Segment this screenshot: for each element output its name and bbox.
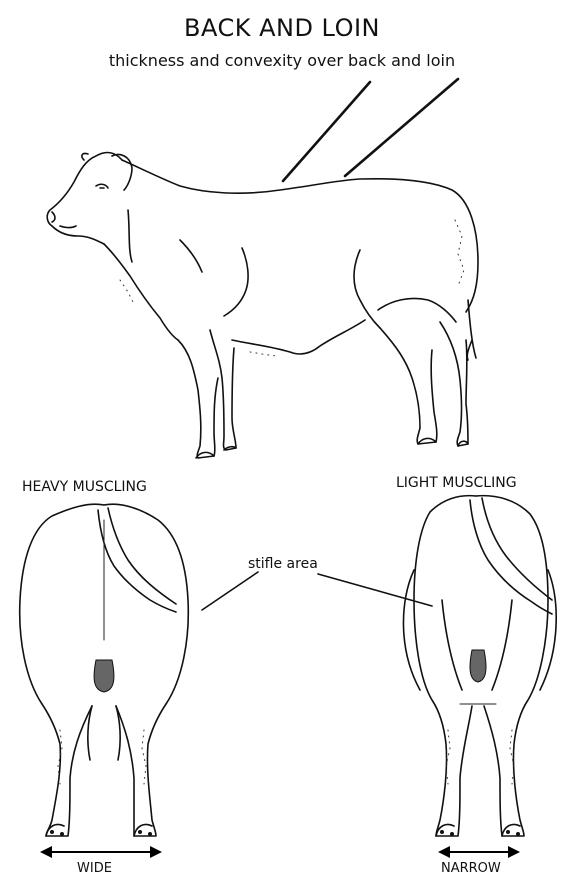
stifle-pointers [202, 572, 432, 610]
narrow-arrow [438, 846, 520, 858]
narrow-label: NARROW [441, 862, 501, 875]
rear-view-light [403, 496, 556, 836]
steer-side-view [47, 153, 478, 458]
wide-label: WIDE [77, 862, 112, 875]
stifle-area-label: stifle area [248, 557, 318, 571]
back-loin-pointers [283, 79, 458, 181]
wide-arrow [40, 846, 162, 858]
light-muscling-label: LIGHT MUSCLING [396, 476, 517, 490]
rear-view-heavy [20, 504, 189, 836]
heavy-muscling-label: HEAVY MUSCLING [22, 480, 147, 494]
